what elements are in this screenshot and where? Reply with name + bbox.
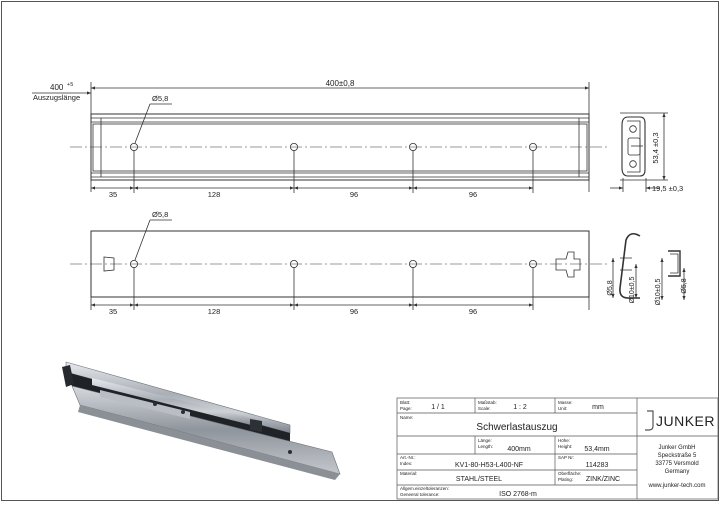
- hoehe-label: Höhe:: [558, 438, 570, 443]
- top-hole-diameter: Ø5,8: [152, 94, 168, 103]
- top-spacing-3: 96: [350, 190, 358, 199]
- plating-value: ZINK/ZINC: [586, 476, 620, 483]
- page-value: 1 / 1: [431, 404, 445, 411]
- company-name: Junker GmbH: [658, 445, 695, 451]
- tolerance-de-label: Allgem.einzeltoleranzen:: [400, 486, 449, 491]
- side-spacing-4: 96: [469, 307, 477, 316]
- scale-value: 1 : 2: [513, 404, 527, 411]
- tolerance-en-label: Geneeral tolerance:: [400, 492, 440, 497]
- sap-label: SAP Nr:: [558, 455, 574, 460]
- unit-label: Unit:: [558, 406, 567, 411]
- width-dimension: 19,5 ±0,3: [652, 184, 683, 193]
- title-block: [396, 397, 719, 500]
- top-spacing-1: 35: [109, 190, 117, 199]
- sap-value: 114283: [586, 462, 609, 469]
- section-label-2: Ø10±0,5: [629, 276, 636, 303]
- section-label-1: Ø5,8: [607, 280, 614, 295]
- article-number: KV1-80-H53-L400-NF: [455, 462, 523, 469]
- material-value: STAHL/STEEL: [456, 476, 502, 483]
- laenge-label: Länge:: [478, 438, 492, 443]
- blatt-label: Blatt:: [400, 400, 410, 405]
- name-label: Name:: [400, 415, 413, 420]
- stroke-tolerance: +5: [67, 82, 73, 88]
- company-logo: JUNKER: [645, 410, 715, 431]
- section-label-4: Ø5,8: [681, 278, 688, 293]
- company-street: Speckstraße 5: [658, 453, 697, 459]
- length-label: Length:: [478, 444, 493, 449]
- material-label: Material:: [400, 471, 417, 476]
- scale-label: Scale:: [478, 406, 491, 411]
- plating-label: Plating:: [558, 477, 573, 482]
- top-spacing-4: 96: [469, 190, 477, 199]
- side-spacing-2: 128: [208, 307, 221, 316]
- tolerance-value: ISO 2768-m: [499, 491, 537, 498]
- product-render: [62, 361, 341, 480]
- height-label: Height:: [558, 444, 572, 449]
- oberflaeche-label: Oberfläche:: [558, 471, 581, 476]
- top-spacing-2: 128: [208, 190, 221, 199]
- index-label: Index:: [400, 461, 412, 466]
- end-section-view: [610, 112, 668, 192]
- unit-value: mm: [592, 404, 604, 411]
- overall-length-dimension: 400±0,8: [326, 79, 355, 88]
- stroke-dimension: 400: [50, 83, 64, 92]
- side-spacing-3: 96: [350, 307, 358, 316]
- profile-section-view: [611, 232, 686, 300]
- side-hole-diameter: Ø5,8: [152, 210, 168, 219]
- logo-text: JUNKER: [656, 413, 715, 429]
- company-country: Germany: [665, 469, 690, 475]
- drawing-title: Schwerlastauszug: [476, 422, 557, 433]
- height-dimension: 53,4 ±0,3: [651, 132, 660, 163]
- section-label-3: Ø10±0,5: [655, 278, 662, 305]
- side-view: [70, 219, 610, 310]
- page-label: Page:: [400, 406, 412, 411]
- company-website[interactable]: www.junker-tech.com: [647, 483, 705, 489]
- massstab-label: Maßstab:: [478, 400, 497, 405]
- top-view: [32, 82, 610, 193]
- side-spacing-1: 35: [109, 307, 117, 316]
- masse-label: Masse:: [558, 400, 573, 405]
- length-value: 400mm: [507, 446, 531, 453]
- artnr-label: Art.-Nr.:: [400, 455, 416, 460]
- stroke-caption: Auszugslänge: [33, 93, 80, 102]
- company-city: 33775 Versmold: [655, 461, 698, 467]
- height-value: 53,4mm: [584, 446, 609, 453]
